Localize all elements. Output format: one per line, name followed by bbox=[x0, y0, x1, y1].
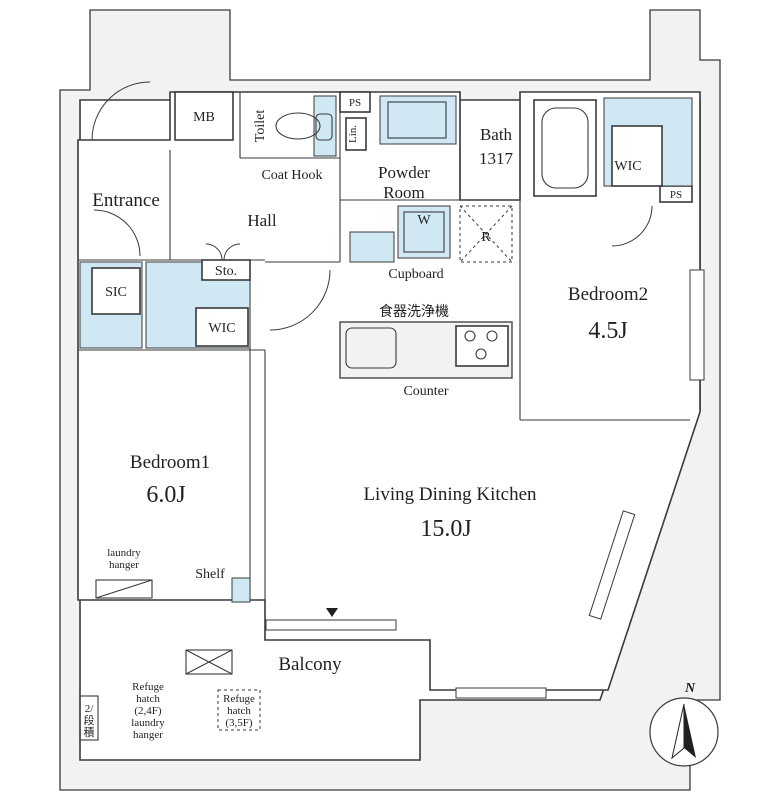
washer-label: W bbox=[417, 213, 431, 228]
bedroom1-label: Bedroom1 bbox=[130, 452, 210, 473]
mb-label: MB bbox=[193, 110, 215, 125]
laundry-hanger-balcony-1: laundry bbox=[131, 717, 165, 729]
shelf: Shelf bbox=[195, 567, 251, 603]
bedroom2-size: 4.5J bbox=[588, 318, 627, 344]
bedroom1-size: 6.0J bbox=[146, 482, 185, 508]
wic-bedroom2: WIC bbox=[603, 97, 693, 187]
coat-hook-label: Coat Hook bbox=[261, 168, 322, 183]
wic-bedroom1-label: WIC bbox=[208, 321, 235, 336]
bedroom2-label: Bedroom2 bbox=[568, 284, 648, 305]
balcony-label: Balcony bbox=[278, 654, 342, 675]
storage-hall: Sto. bbox=[201, 259, 251, 281]
ps-shaft-top: PS bbox=[339, 91, 371, 113]
ps-label-right: PS bbox=[670, 189, 682, 201]
laundry-hanger-label-2: hanger bbox=[109, 559, 139, 571]
entrance-label: Entrance bbox=[92, 190, 160, 211]
powder-room-fixtures: Powder Room bbox=[378, 95, 457, 202]
north-label: N bbox=[684, 681, 696, 696]
washing-machine: W bbox=[397, 205, 451, 259]
powder-room-label-2: Room bbox=[383, 183, 425, 202]
windows bbox=[265, 269, 705, 699]
refuge-hatch-right-1: Refuge bbox=[223, 693, 255, 705]
refrigerator-space: R bbox=[459, 205, 513, 263]
toilet-room: Toilet bbox=[253, 95, 337, 157]
north-arrow-icon bbox=[684, 704, 696, 758]
refuge-hatch-left-3: (2,4F) bbox=[134, 705, 162, 717]
refuge-hatch-left-2: hatch bbox=[136, 693, 160, 705]
wic-bedroom2-label: WIC bbox=[614, 159, 641, 174]
wic-bedroom1: WIC bbox=[145, 261, 251, 349]
counter-label: Counter bbox=[403, 384, 448, 399]
entrance-marker-icon bbox=[326, 608, 338, 617]
refrigerator-label: R bbox=[481, 230, 491, 245]
bath-label: Bath bbox=[480, 125, 513, 144]
sic-label: SIC bbox=[105, 285, 127, 300]
sto-label: Sto. bbox=[215, 264, 237, 279]
ps-label-top: PS bbox=[349, 97, 361, 109]
ldk-label: Living Dining Kitchen bbox=[363, 484, 537, 505]
kitchen-counter: 食器洗浄機 Counter bbox=[339, 303, 513, 399]
powder-room-label-1: Powder bbox=[378, 163, 430, 182]
stair-label-2: 段 bbox=[84, 713, 95, 727]
stair-label-3: 積 bbox=[84, 725, 95, 739]
bath-size-label: 1317 bbox=[479, 149, 514, 168]
stair-label-1: 2/ bbox=[85, 703, 95, 715]
ldk-size: 15.0J bbox=[420, 516, 471, 542]
linen-closet: Lin. bbox=[345, 117, 367, 151]
laundry-hanger-label-1: laundry bbox=[107, 547, 141, 559]
toilet-label: Toilet bbox=[253, 110, 268, 143]
balcony: Balcony 2/ 段 積 Refuge hatch (2,4F) laund… bbox=[79, 649, 342, 741]
refuge-hatch-right-3: (3,5F) bbox=[225, 717, 253, 729]
laundry-hanger-bedroom: laundry hanger bbox=[95, 547, 153, 599]
refuge-hatch-right-2: hatch bbox=[227, 705, 251, 717]
dishwasher-label: 食器洗浄機 bbox=[379, 303, 449, 320]
lin-label: Lin. bbox=[347, 125, 359, 143]
shelf-label: Shelf bbox=[195, 567, 225, 582]
cupboard: Cupboard bbox=[349, 231, 444, 282]
bathroom: Bath 1317 bbox=[479, 99, 597, 197]
cupboard-label: Cupboard bbox=[388, 267, 443, 282]
doors bbox=[91, 81, 653, 331]
hall-label: Hall bbox=[247, 211, 277, 230]
refuge-hatch-left-1: Refuge bbox=[132, 681, 164, 693]
mb-closet: MB bbox=[174, 91, 234, 141]
laundry-hanger-balcony-2: hanger bbox=[133, 729, 163, 741]
north-compass: N bbox=[649, 681, 719, 767]
ps-shaft-right: PS bbox=[659, 185, 693, 203]
sic-storage: SIC bbox=[79, 261, 143, 349]
